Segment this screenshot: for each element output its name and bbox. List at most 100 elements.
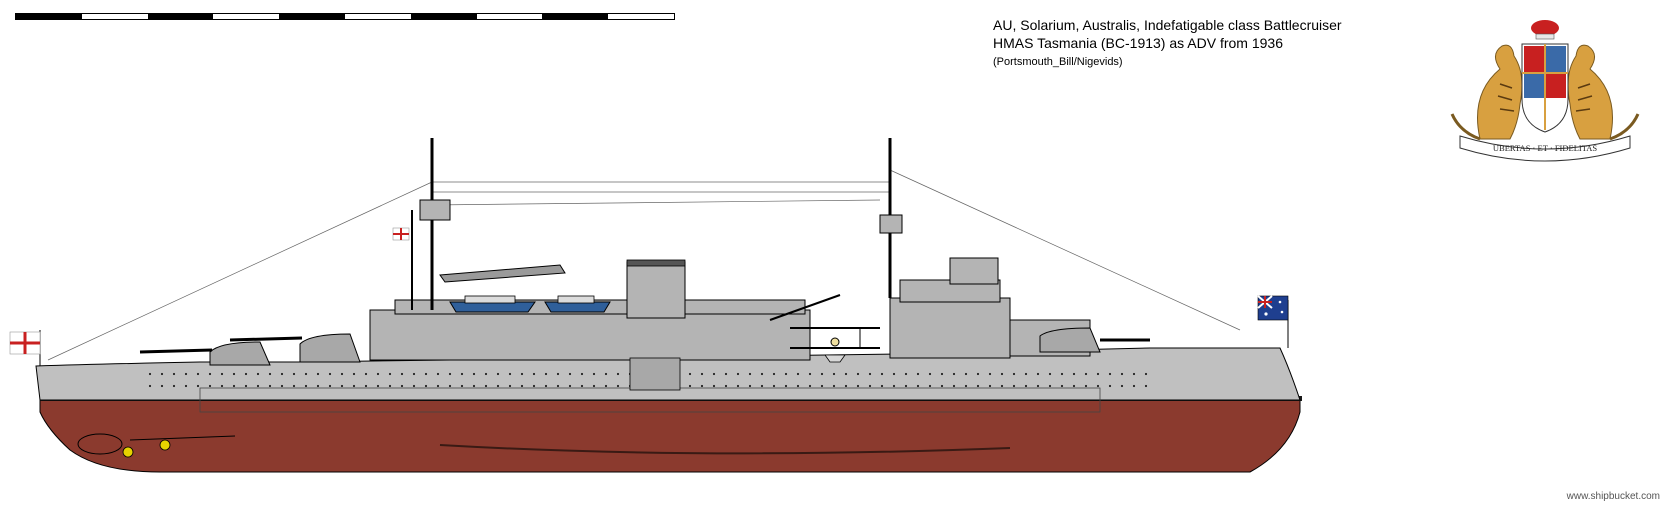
porthole <box>1048 372 1052 376</box>
porthole <box>532 384 536 388</box>
porthole <box>448 372 452 376</box>
australian-jack-bow-flag-icon <box>1257 295 1289 348</box>
porthole <box>604 384 608 388</box>
scale-segment <box>147 14 214 19</box>
porthole <box>280 372 284 376</box>
scale-segment <box>542 14 609 19</box>
scale-segment <box>213 14 279 19</box>
porthole <box>988 372 992 376</box>
scale-segment <box>608 14 674 19</box>
porthole <box>868 384 872 388</box>
porthole <box>916 372 920 376</box>
porthole <box>256 384 260 388</box>
porthole <box>568 372 572 376</box>
tasmania-coat-of-arms: UBERTAS · ET · FIDELITAS <box>1450 20 1640 162</box>
porthole <box>412 384 416 388</box>
porthole <box>904 384 908 388</box>
porthole <box>196 384 200 388</box>
porthole <box>760 372 764 376</box>
porthole <box>520 384 524 388</box>
lower-hull-antifouling <box>39 399 1301 473</box>
rigging-wires <box>47 169 1241 361</box>
porthole <box>1120 384 1124 388</box>
porthole <box>616 372 620 376</box>
porthole <box>760 384 764 388</box>
porthole <box>952 372 956 376</box>
porthole <box>400 384 404 388</box>
porthole <box>832 372 836 376</box>
ship-profile-drawing <box>9 138 1302 473</box>
porthole <box>616 384 620 388</box>
porthole <box>184 372 188 376</box>
porthole <box>196 372 200 376</box>
porthole <box>532 372 536 376</box>
porthole <box>964 372 968 376</box>
boat-crane <box>439 264 841 321</box>
porthole <box>580 372 584 376</box>
porthole <box>808 384 812 388</box>
porthole <box>928 384 932 388</box>
porthole <box>712 384 716 388</box>
gun-turrets <box>139 327 1150 366</box>
porthole <box>160 384 164 388</box>
porthole <box>460 372 464 376</box>
porthole <box>1084 384 1088 388</box>
porthole <box>724 384 728 388</box>
porthole <box>580 384 584 388</box>
porthole <box>976 384 980 388</box>
porthole <box>472 384 476 388</box>
porthole <box>1012 372 1016 376</box>
porthole <box>892 384 896 388</box>
porthole <box>508 384 512 388</box>
porthole <box>1144 384 1148 388</box>
porthole <box>1096 384 1100 388</box>
funnel <box>626 259 686 319</box>
porthole <box>244 384 248 388</box>
porthole <box>712 372 716 376</box>
porthole <box>820 372 824 376</box>
porthole <box>1144 372 1148 376</box>
porthole <box>1024 384 1028 388</box>
porthole <box>772 372 776 376</box>
porthole <box>1084 372 1088 376</box>
porthole <box>844 384 848 388</box>
porthole <box>1036 384 1040 388</box>
porthole <box>880 384 884 388</box>
porthole <box>976 372 980 376</box>
porthole <box>376 384 380 388</box>
ship-name-title: HMAS Tasmania (BC-1913) as ADV from 1936 <box>993 35 1283 51</box>
porthole <box>1012 384 1016 388</box>
porthole <box>688 372 692 376</box>
porthole <box>424 384 428 388</box>
porthole <box>520 372 524 376</box>
porthole <box>688 384 692 388</box>
porthole <box>1048 384 1052 388</box>
porthole <box>856 372 860 376</box>
porthole <box>232 372 236 376</box>
porthole <box>328 372 332 376</box>
porthole <box>868 372 872 376</box>
porthole <box>700 372 704 376</box>
porthole <box>268 384 272 388</box>
porthole <box>748 372 752 376</box>
porthole <box>1072 384 1076 388</box>
white-ensign-stern-flag-icon <box>9 330 41 366</box>
porthole <box>208 384 212 388</box>
author-credit: (Portsmouth_Bill/Nigevids) <box>993 56 1123 68</box>
scale-segment <box>345 14 411 19</box>
porthole <box>940 372 944 376</box>
scale-bar <box>15 13 675 20</box>
porthole <box>1072 372 1076 376</box>
porthole <box>484 372 488 376</box>
porthole <box>832 384 836 388</box>
left-tiger-supporter-icon <box>1450 44 1523 141</box>
ships-boats <box>449 295 611 313</box>
porthole <box>796 372 800 376</box>
porthole <box>352 372 356 376</box>
shipbucket-watermark: www.shipbucket.com <box>1566 491 1660 502</box>
porthole <box>796 384 800 388</box>
porthole <box>256 372 260 376</box>
porthole <box>700 384 704 388</box>
porthole <box>772 384 776 388</box>
porthole <box>208 372 212 376</box>
